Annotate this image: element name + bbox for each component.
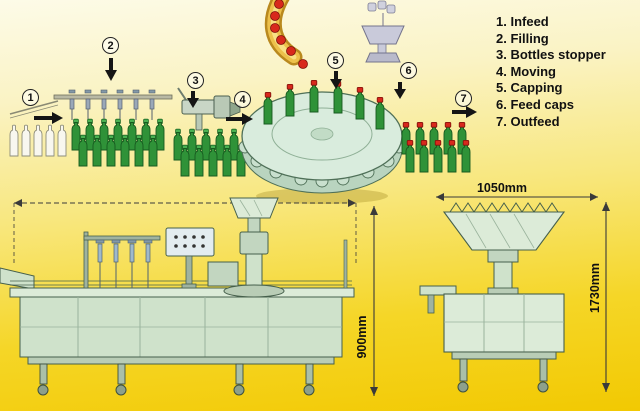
- capper-unit-elevation: [207, 197, 348, 298]
- right-height-dimension: [602, 202, 610, 392]
- cap-chute: [264, 0, 308, 69]
- bottle-white: [57, 124, 67, 157]
- control-panel: [165, 227, 215, 289]
- legs-and-casters: [37, 363, 315, 396]
- legend: 1. Infeed 2. Filling 3. Bottles stopper …: [496, 14, 638, 130]
- step-circle-7: 7: [455, 90, 472, 107]
- arrow-down-feedcaps: [394, 82, 406, 99]
- outfeed-ledge: [419, 285, 457, 296]
- left-elevation-drawing: [0, 197, 378, 396]
- bottle-white: [21, 124, 31, 157]
- dimension-label-width: 1050mm: [476, 181, 528, 195]
- flow-diagram: [9, 0, 477, 204]
- bottle-capped: [419, 139, 429, 173]
- filling-unit-elevation: [83, 231, 161, 289]
- left-width-dimension: [13, 199, 357, 266]
- bottle-capped: [447, 139, 457, 173]
- dimension-label-machine-height: 1730mm: [588, 262, 602, 314]
- legend-item-filling: 2. Filling: [496, 30, 549, 46]
- table-shadow: [256, 188, 388, 204]
- step-circle-5: 5: [327, 52, 344, 69]
- moving-bottles: [173, 128, 246, 177]
- bottle-capped: [309, 79, 319, 113]
- filling-nozzles: [68, 89, 156, 120]
- right-machine: [419, 202, 566, 393]
- arrow-right-infeed: [34, 112, 63, 124]
- arrow-down-capping: [330, 71, 342, 89]
- right-elevation-drawing: [419, 193, 610, 393]
- legend-item-moving: 4. Moving: [496, 63, 556, 79]
- step-circle-3: 3: [187, 72, 204, 89]
- step-circle-2: 2: [102, 37, 119, 54]
- bottle-capped: [355, 86, 365, 120]
- stopper-machine: [177, 87, 241, 131]
- filling-machine: [53, 89, 173, 120]
- bottle-capped: [263, 91, 273, 125]
- left-machine: [0, 197, 355, 396]
- legs-and-casters-right: [457, 358, 549, 393]
- dimension-label-table-height: 900mm: [355, 315, 369, 359]
- bottle-capped: [461, 139, 471, 173]
- infeed-bottles: [9, 124, 67, 157]
- vibratory-bowl: [442, 211, 566, 251]
- step-circle-4: 4: [234, 91, 251, 108]
- arrow-right-moving: [226, 113, 253, 125]
- outfeed-bottles: [401, 121, 471, 173]
- infeed-rail-lines: [9, 100, 59, 119]
- arrow-down-filling: [105, 58, 117, 81]
- bottle-capped: [375, 96, 385, 130]
- filling-bottles: [71, 118, 165, 167]
- bottle-capped: [405, 139, 415, 173]
- bottle-capped: [285, 83, 295, 117]
- infeed-tray: [0, 267, 35, 290]
- legend-item-bottles-stopper: 3. Bottles stopper: [496, 47, 606, 63]
- step-circle-1: 1: [22, 89, 39, 106]
- legend-item-infeed: 1. Infeed: [496, 14, 549, 29]
- flow-arrows: [34, 58, 477, 125]
- bottle-white: [9, 124, 19, 157]
- conveyor-table-top: [9, 287, 355, 298]
- arrow-down-stopper: [187, 91, 199, 108]
- machine-body: [443, 293, 565, 353]
- step-circle-6: 6: [400, 62, 417, 79]
- arrow-right-outfeed: [452, 106, 477, 118]
- cap-feeder: [361, 0, 405, 63]
- caps-in-chute: [270, 0, 308, 69]
- left-height-dimension: [370, 206, 378, 396]
- bottle-capped: [433, 139, 443, 173]
- legend-item-feed-caps: 6. Feed caps: [496, 96, 575, 112]
- legend-item-outfeed: 7. Outfeed: [496, 113, 560, 129]
- rotary-table: [238, 91, 406, 204]
- legend-item-capping: 5. Capping: [496, 80, 563, 96]
- bottle-white: [45, 124, 55, 157]
- bottle-white: [33, 124, 43, 157]
- bowl-serration: [449, 202, 559, 213]
- right-width-dimension: [436, 193, 598, 201]
